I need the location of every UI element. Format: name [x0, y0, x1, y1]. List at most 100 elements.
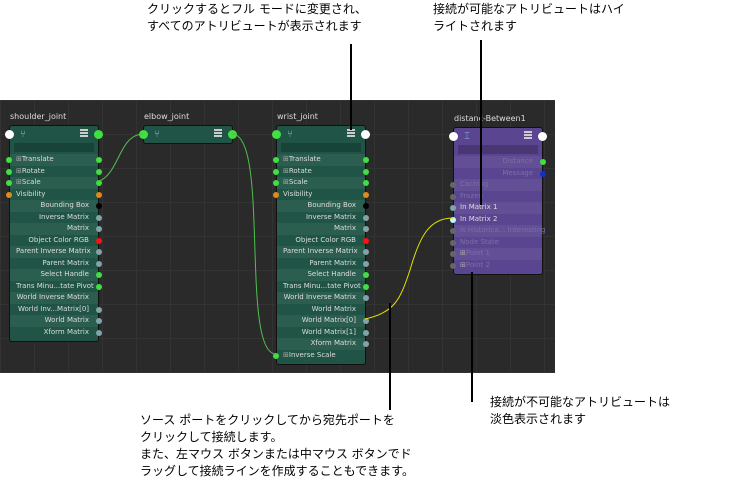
- output-port[interactable]: [363, 295, 369, 301]
- attribute-row[interactable]: In Matrix 2: [450, 214, 542, 226]
- output-port[interactable]: [363, 283, 369, 290]
- output-port[interactable]: [540, 159, 546, 165]
- output-port[interactable]: [363, 168, 369, 175]
- expand-icon[interactable]: ⊞: [16, 178, 22, 186]
- input-port[interactable]: [450, 216, 456, 223]
- output-port[interactable]: [363, 318, 369, 324]
- expand-icon[interactable]: ⊞: [283, 155, 289, 163]
- attribute-row[interactable]: World Inv...Matrix[0]: [10, 304, 102, 316]
- output-port[interactable]: [363, 341, 369, 347]
- expand-icon[interactable]: ⊞: [460, 260, 466, 269]
- attribute-row[interactable]: ⊞Rotate: [6, 166, 102, 178]
- expand-icon[interactable]: ⊞: [460, 249, 466, 257]
- output-port[interactable]: [363, 249, 369, 255]
- attribute-row[interactable]: ⊞Scale: [273, 177, 369, 189]
- attribute-row[interactable]: Node State: [450, 237, 542, 249]
- output-port[interactable]: [363, 260, 369, 267]
- input-port[interactable]: [139, 130, 148, 139]
- output-port[interactable]: [96, 191, 102, 198]
- node-header[interactable]: ⌶: [449, 128, 547, 145]
- output-port[interactable]: [94, 130, 103, 139]
- output-port[interactable]: [96, 180, 102, 186]
- expand-icon[interactable]: ⊞: [16, 155, 22, 163]
- connection-shoulder-elbow[interactable]: [96, 133, 144, 183]
- output-port[interactable]: [363, 237, 369, 244]
- display-mode-icon[interactable]: [347, 129, 355, 138]
- node-search-field[interactable]: [281, 143, 361, 152]
- output-port[interactable]: [538, 132, 547, 141]
- input-port[interactable]: [450, 193, 456, 200]
- attribute-row[interactable]: Frozen: [450, 191, 542, 203]
- attribute-row[interactable]: Trans Minu...tate Pivot: [10, 281, 102, 293]
- expand-icon[interactable]: ⊞: [283, 178, 289, 186]
- output-port[interactable]: [96, 283, 102, 290]
- output-port[interactable]: [363, 191, 369, 198]
- input-port[interactable]: [6, 180, 12, 186]
- input-port[interactable]: [273, 191, 279, 198]
- attribute-row[interactable]: Object Color RGB: [277, 235, 369, 247]
- output-port[interactable]: [96, 260, 102, 267]
- input-port[interactable]: [449, 132, 458, 141]
- output-port[interactable]: [96, 318, 102, 324]
- input-port[interactable]: [450, 228, 456, 234]
- attribute-row[interactable]: Is Historica... Interesting: [450, 225, 545, 237]
- expand-icon[interactable]: ⊞: [283, 166, 289, 175]
- input-port[interactable]: [6, 168, 12, 175]
- input-port[interactable]: [6, 157, 12, 163]
- attribute-row[interactable]: In Matrix 1: [450, 202, 542, 214]
- output-port[interactable]: [96, 237, 102, 244]
- display-mode-icon[interactable]: [214, 129, 222, 138]
- expand-icon[interactable]: ⊞: [16, 166, 22, 175]
- attribute-row[interactable]: Visibility: [273, 189, 369, 201]
- input-port[interactable]: [6, 191, 12, 198]
- attribute-row[interactable]: Message: [454, 168, 546, 180]
- output-port[interactable]: [96, 329, 102, 336]
- input-port[interactable]: [273, 352, 279, 359]
- output-port[interactable]: [96, 157, 102, 163]
- node-header[interactable]: ⑂: [272, 126, 370, 143]
- input-port[interactable]: [450, 182, 456, 188]
- attribute-row[interactable]: Matrix: [10, 223, 102, 235]
- output-port[interactable]: [96, 272, 102, 278]
- attribute-row[interactable]: Xform Matrix: [10, 327, 102, 339]
- attribute-row[interactable]: Parent Matrix: [277, 258, 369, 270]
- node-header[interactable]: ⑂: [5, 126, 103, 143]
- attribute-row[interactable]: Matrix: [277, 223, 369, 235]
- attribute-row[interactable]: ⊞Inverse Scale: [273, 350, 365, 362]
- attribute-row[interactable]: ⊞Translate: [6, 154, 102, 166]
- output-port[interactable]: [363, 329, 369, 336]
- attribute-row[interactable]: ⊞Point 1: [450, 248, 542, 260]
- attribute-row[interactable]: World Inverse Matrix: [10, 292, 98, 304]
- display-mode-icon[interactable]: [524, 131, 532, 140]
- attribute-row[interactable]: Select Handle: [10, 269, 102, 281]
- attribute-row[interactable]: ⊞Point 2: [450, 260, 542, 272]
- input-port[interactable]: [273, 157, 279, 163]
- input-port[interactable]: [273, 168, 279, 175]
- attribute-row[interactable]: Parent Inverse Matrix: [10, 246, 102, 258]
- connection-elbow-wrist[interactable]: [231, 133, 277, 355]
- node-search-field[interactable]: [14, 143, 94, 152]
- attribute-row[interactable]: World Matrix: [10, 315, 102, 327]
- attribute-row[interactable]: Bounding Box: [277, 200, 369, 212]
- attribute-row[interactable]: Parent Matrix: [10, 258, 102, 270]
- attribute-row[interactable]: ⊞Scale: [6, 177, 102, 189]
- output-port[interactable]: [363, 214, 369, 221]
- expand-icon[interactable]: ⊞: [283, 350, 289, 359]
- input-port[interactable]: [450, 205, 456, 211]
- attribute-row[interactable]: World Matrix[0]: [277, 315, 369, 327]
- input-port[interactable]: [450, 239, 456, 246]
- output-port[interactable]: [96, 203, 102, 209]
- input-port[interactable]: [272, 130, 281, 139]
- attribute-row[interactable]: Inverse Matrix: [277, 212, 369, 224]
- output-port[interactable]: [363, 180, 369, 186]
- input-port[interactable]: [273, 180, 279, 186]
- input-port[interactable]: [450, 251, 456, 257]
- output-port[interactable]: [363, 226, 369, 232]
- attribute-row[interactable]: Inverse Matrix: [10, 212, 102, 224]
- output-port[interactable]: [96, 306, 102, 313]
- node-search-field[interactable]: [458, 145, 538, 154]
- output-port[interactable]: [96, 214, 102, 221]
- display-mode-icon[interactable]: [80, 129, 88, 138]
